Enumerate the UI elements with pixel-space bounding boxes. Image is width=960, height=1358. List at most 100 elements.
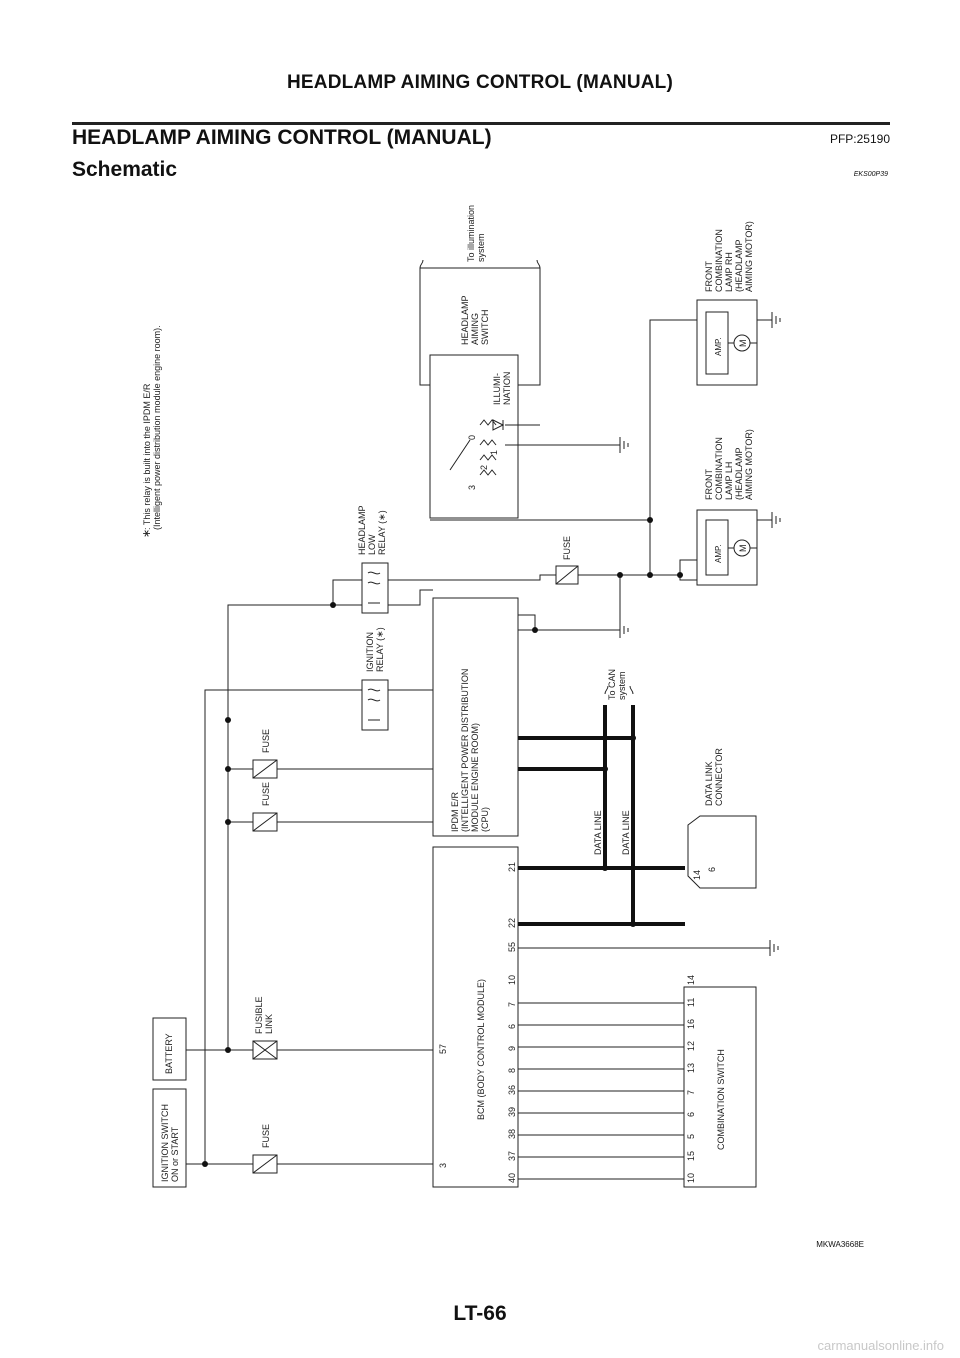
bcm-pin-55: 55: [507, 942, 517, 952]
fuse-label-2: FUSE: [261, 729, 271, 753]
ignition-switch-label-line-1: IGNITION SWITCH: [160, 1104, 170, 1182]
part-number: PFP:25190: [829, 132, 890, 146]
ipdm-label-line-2: (INTELLIGENT POWER DISTRIBUTION: [460, 669, 470, 832]
fuse-label-1: FUSE: [261, 782, 271, 806]
battery-box: [152, 1017, 187, 1081]
to-illumination-label-line-2: system: [476, 233, 486, 262]
comb-pin-12-6: 12: [686, 1041, 696, 1051]
combination-switch-box: [683, 986, 757, 1188]
data-line-label-2: DATA LINE: [621, 810, 631, 855]
bcm-pin-7: 7: [507, 1002, 517, 1007]
headlamp-low-relay-box: [361, 562, 389, 614]
headlamp-aiming-switch-label-line-2: AIMING: [470, 313, 480, 345]
ignition-relay-box: [361, 679, 389, 731]
front-lamp-lh-label-line-5: AIMING MOTOR): [744, 429, 754, 500]
ipdm-label-line-4: (CPU): [480, 807, 490, 832]
front-lamp-rh-label-line-3: LAMP RH: [724, 252, 734, 292]
to-illumination-label-line-1: To illumination: [466, 205, 476, 262]
front-lamp-lh-label-line-1: FRONT: [704, 469, 714, 500]
bcm-pin-37: 37: [507, 1151, 517, 1161]
bcm-pin-22: 22: [507, 918, 517, 928]
bcm-pin-10: 10: [507, 975, 517, 985]
headlamp-low-relay-label-line-3: RELAY (∗): [377, 510, 387, 555]
section-title: HEADLAMP AIMING CONTROL (MANUAL): [72, 126, 492, 149]
header-rule: [72, 122, 890, 125]
dlc-pin-14: 14: [692, 870, 702, 880]
amp-rh-label: AMP.: [714, 337, 723, 356]
diagram-labels: ∗: This relay is built into the IPDM E/R…: [141, 205, 754, 1183]
bcm-pin-8: 8: [507, 1068, 517, 1073]
bcm-pin-57: 57: [438, 1044, 448, 1054]
bcm-pin-38: 38: [507, 1129, 517, 1139]
comb-pin-7-4: 7: [686, 1090, 696, 1095]
bcm-pin-40: 40: [507, 1173, 517, 1183]
fusible-link-label-line-2: LINK: [264, 1014, 274, 1034]
ignition-relay-label-line-1: IGNITION: [365, 632, 375, 672]
illumination-diode: [492, 419, 505, 431]
comb-pin-10-0: 10: [686, 1173, 696, 1183]
headlamp-aiming-switch-box: [429, 354, 519, 519]
data-link-connector-label-line-1: DATA LINK: [704, 761, 714, 806]
front-lamp-lh-label-line-3: LAMP LH: [724, 462, 734, 500]
page-header: HEADLAMP AIMING CONTROL (MANUAL): [286, 72, 674, 93]
bcm-pin-36: 36: [507, 1085, 517, 1095]
front-lamp-rh-label-line-5: AIMING MOTOR): [744, 221, 754, 292]
figure-id: MKWA3668E: [816, 1240, 864, 1249]
note-mark: ∗: [141, 529, 153, 538]
front-lamp-rh-label-line-1: FRONT: [704, 261, 714, 292]
data-link-connector-body: [687, 815, 757, 889]
fuse-label-ign: FUSE: [261, 1124, 271, 1148]
headlamp-low-relay-label-line-1: HEADLAMP: [357, 505, 367, 555]
battery-label: BATTERY: [164, 1033, 174, 1074]
motor-rh-label: M: [738, 340, 748, 348]
watermark: carmanualsonline.info: [817, 1338, 944, 1353]
ipdm-label-line-1: IPDM E/R: [450, 791, 460, 832]
front-lamp-rh-label-line-4: (HEADLAMP: [734, 239, 744, 292]
comb-pin-11-8: 11: [686, 998, 696, 1007]
bcm-pin-21: 21: [507, 862, 517, 872]
bcm-label: BCM (BODY CONTROL MODULE): [476, 979, 486, 1120]
motor-lh-label: M: [738, 545, 748, 553]
ipdm-label-line-3: MODULE ENGINE ROOM): [470, 723, 480, 832]
bcm-pin-3: 3: [438, 1163, 448, 1168]
comb-pin-15-1: 15: [686, 1151, 696, 1161]
ignition-switch-label-line-2: ON or START: [170, 1126, 180, 1182]
comb-pin-13-5: 13: [686, 1063, 696, 1073]
comb-pin-5-2: 5: [686, 1134, 696, 1139]
switch-pos-2: 2: [479, 465, 489, 470]
reference-code: EKS00P39: [853, 171, 888, 178]
comb-pin-14-9: 14: [686, 975, 696, 985]
headlamp-aiming-switch-label-line-1: HEADLAMP: [460, 295, 470, 345]
subtitle: Schematic: [72, 158, 178, 181]
illumination-label-line-1: ILLUMI-: [492, 373, 502, 405]
fuse-label-aiming: FUSE: [562, 536, 572, 560]
data-line-label-1: DATA LINE: [593, 810, 603, 855]
headlamp-low-relay-label-line-2: LOW: [367, 534, 377, 555]
comb-pin-16-7: 16: [686, 1019, 696, 1029]
headlamp-aiming-switch-label-line-3: SWITCH: [480, 310, 490, 346]
front-lamp-rh-label-line-2: COMBINATION: [714, 229, 724, 292]
note-text-line-2: (Intelligent power distribution module e…: [152, 325, 162, 530]
front-lamp-lh-label-line-4: (HEADLAMP: [734, 447, 744, 500]
switch-pos-1: 1: [489, 450, 499, 455]
comb-pin-6-3: 6: [686, 1112, 696, 1117]
bcm-pin-9: 9: [507, 1046, 517, 1051]
front-lamp-lh-label-line-2: COMBINATION: [714, 437, 724, 500]
fusible-link-label-line-1: FUSIBLE: [254, 996, 264, 1034]
bcm-pin-39: 39: [507, 1107, 517, 1117]
illumination-label-line-2: NATION: [502, 372, 512, 405]
ignition-switch-box: [152, 1088, 187, 1188]
dlc-pin-6: 6: [707, 867, 717, 872]
switch-pos-3: 3: [467, 485, 477, 490]
ignition-relay-label-line-2: RELAY (∗): [375, 627, 385, 672]
to-can-label-line-1: To CAN: [607, 669, 617, 700]
data-link-connector-label-line-2: CONNECTOR: [714, 748, 724, 806]
page-number: LT-66: [453, 1302, 507, 1325]
switch-pos-0: 0: [467, 435, 477, 440]
bcm-pin-6: 6: [507, 1024, 517, 1029]
bcm-box: [432, 846, 519, 1188]
ipdm-box: [432, 597, 519, 837]
note-text-line-1: : This relay is built into the IPDM E/R: [142, 383, 152, 530]
can-data-lines: [518, 705, 685, 926]
